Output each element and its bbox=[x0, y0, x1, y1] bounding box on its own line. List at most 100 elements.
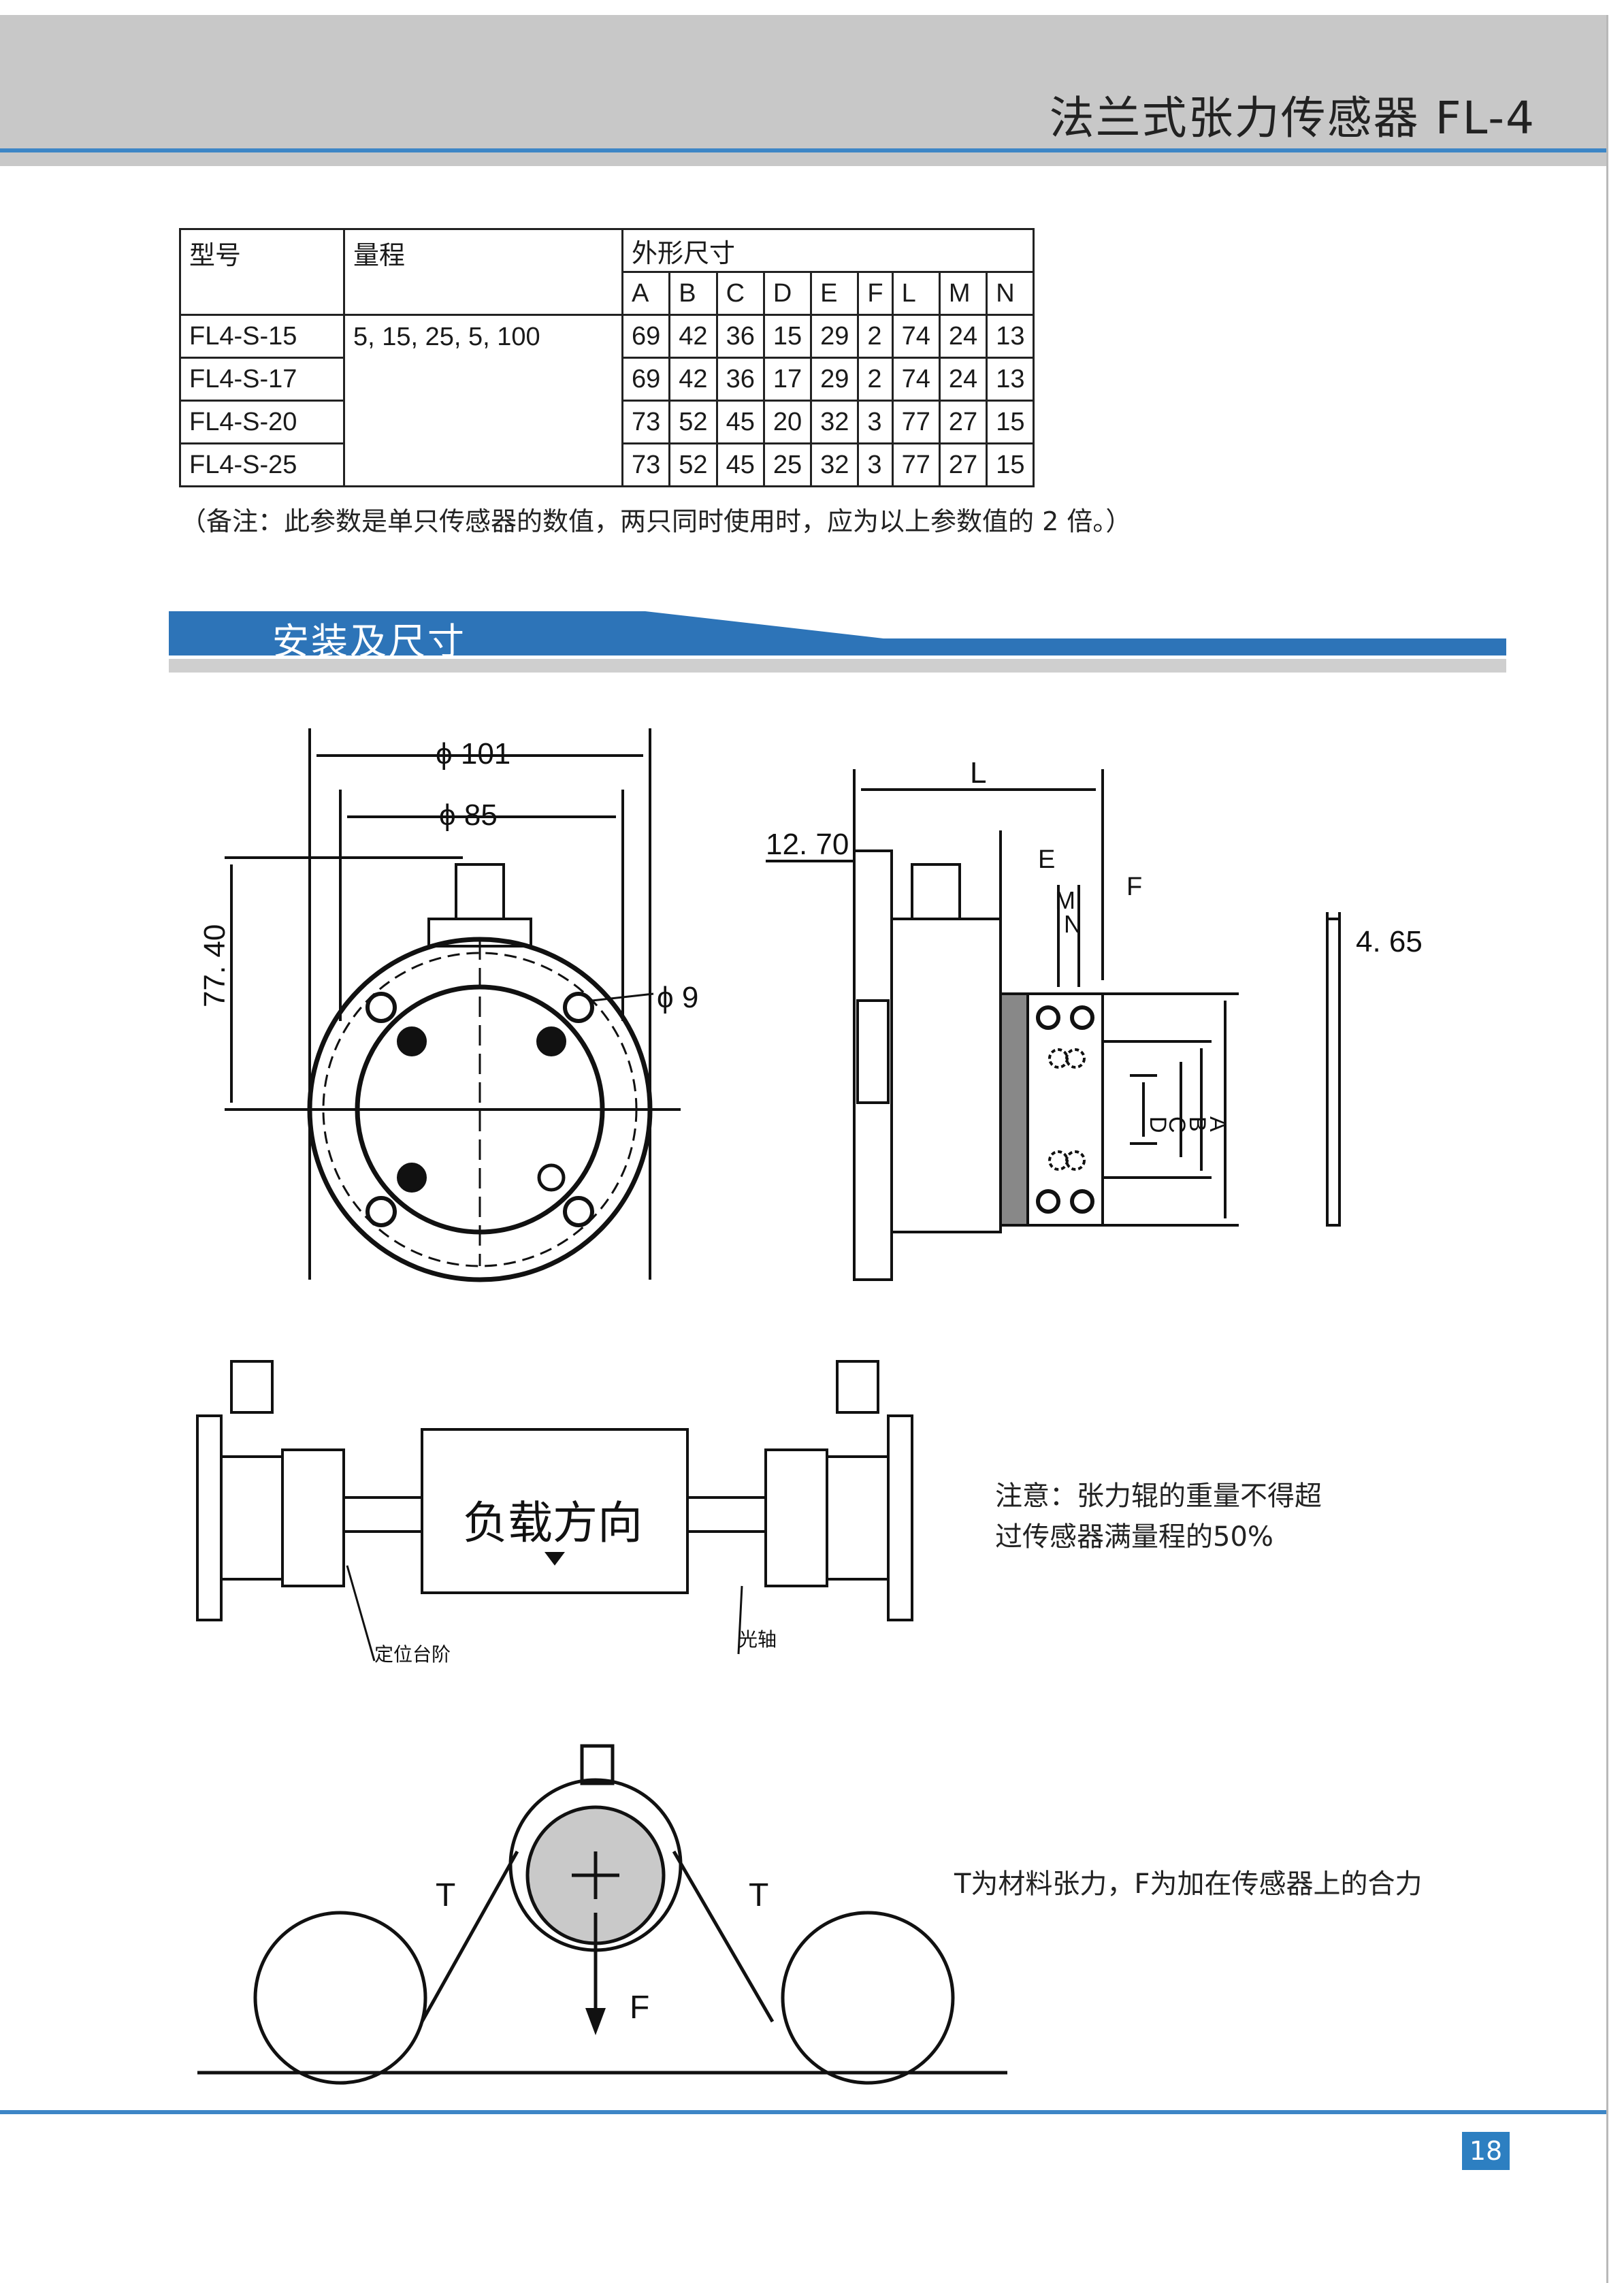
dim-value-cell: 3 bbox=[857, 442, 894, 487]
dim-value-cell: 69 bbox=[621, 357, 671, 402]
install-drawing bbox=[196, 1360, 913, 1662]
model-cell: FL4-S-15 bbox=[179, 314, 345, 359]
tension-note: T为材料张力，F为加在传感器上的合力 bbox=[954, 1868, 1423, 1900]
dim-F: F bbox=[1126, 873, 1142, 901]
dim-h: 77. 40 bbox=[198, 924, 231, 1007]
load-direction-label: 负载方向 bbox=[463, 1497, 643, 1548]
header-band bbox=[0, 15, 1606, 166]
dim-value-cell: 24 bbox=[938, 357, 988, 402]
dim-value-cell: 24 bbox=[938, 314, 988, 359]
dim-M: M bbox=[1055, 886, 1075, 914]
dim-N: N bbox=[1064, 910, 1082, 938]
side-view-drawing bbox=[766, 769, 1341, 1281]
dim-value-cell: 25 bbox=[762, 442, 813, 487]
th-dim-n: N bbox=[986, 271, 1035, 316]
dim-value-cell: 74 bbox=[891, 314, 941, 359]
table-note: （备注：此参数是单只传感器的数值，两只同时使用时，应为以上参数值的 2 倍。） bbox=[180, 506, 1132, 536]
dim-D: D bbox=[1145, 1116, 1171, 1133]
force-label: F bbox=[630, 1990, 649, 2026]
front-view-drawing bbox=[225, 728, 681, 1282]
dim-value-cell: 69 bbox=[621, 314, 671, 359]
dim-value-cell: 32 bbox=[810, 400, 860, 444]
dim-value-cell: 3 bbox=[857, 400, 894, 444]
model-cell: FL4-S-25 bbox=[179, 442, 345, 487]
dim-value-cell: 74 bbox=[891, 357, 941, 402]
dim-value-cell: 32 bbox=[810, 442, 860, 487]
dim-L: L bbox=[970, 756, 986, 790]
dim-value-cell: 15 bbox=[986, 400, 1035, 444]
dim-value-cell: 36 bbox=[715, 314, 765, 359]
th-model: 型号 bbox=[179, 228, 345, 316]
th-dim-l: L bbox=[891, 271, 941, 316]
dim-value-cell: 42 bbox=[668, 357, 718, 402]
force-arrow-icon bbox=[585, 2008, 606, 2035]
dim-d9: ϕ 9 bbox=[657, 981, 698, 1014]
tension-label-right: T bbox=[749, 1877, 768, 1913]
dim-value-cell: 45 bbox=[715, 400, 765, 444]
th-dims: 外形尺寸 bbox=[621, 228, 1035, 273]
range-cell: 5, 15, 25, 5, 100 bbox=[343, 314, 623, 487]
th-dim-d: D bbox=[762, 271, 813, 316]
dim-value-cell: 73 bbox=[621, 400, 671, 444]
dim-thickness: 4. 65 bbox=[1356, 925, 1423, 958]
dim-C: C bbox=[1164, 1116, 1190, 1133]
dim-d85: ϕ 85 bbox=[439, 798, 498, 832]
section-title: 安装及尺寸 bbox=[272, 620, 466, 663]
th-dim-a: A bbox=[621, 271, 671, 316]
dim-value-cell: 45 bbox=[715, 442, 765, 487]
footer-rule bbox=[0, 2110, 1606, 2114]
section-bar bbox=[169, 611, 1506, 673]
dim-value-cell: 2 bbox=[857, 357, 894, 402]
dim-value-cell: 13 bbox=[986, 314, 1035, 359]
page-title: 法兰式张力传感器 FL-4 bbox=[1049, 92, 1536, 144]
model-cell: FL4-S-20 bbox=[179, 400, 345, 444]
dim-value-cell: 13 bbox=[986, 357, 1035, 402]
dim-value-cell: 29 bbox=[810, 314, 860, 359]
th-dim-c: C bbox=[715, 271, 765, 316]
dim-value-cell: 77 bbox=[891, 400, 941, 444]
header-rule bbox=[0, 148, 1606, 152]
dim-A: A bbox=[1205, 1116, 1231, 1132]
th-dim-b: B bbox=[668, 271, 718, 316]
dim-E: E bbox=[1038, 845, 1055, 874]
dim-value-cell: 52 bbox=[668, 400, 718, 444]
tension-drawing bbox=[197, 1744, 1007, 2085]
dim-value-cell: 20 bbox=[762, 400, 813, 444]
th-dim-m: M bbox=[938, 271, 988, 316]
th-dim-f: F bbox=[857, 271, 894, 316]
dim-value-cell: 27 bbox=[938, 400, 988, 444]
dim-value-cell: 15 bbox=[986, 442, 1035, 487]
page-number: 18 bbox=[1462, 2132, 1510, 2170]
dim-value-cell: 29 bbox=[810, 357, 860, 402]
dim-value-cell: 2 bbox=[857, 314, 894, 359]
dim-value-cell: 17 bbox=[762, 357, 813, 402]
dim-d101: ϕ 101 bbox=[436, 737, 510, 771]
th-range: 量程 bbox=[343, 228, 623, 316]
shaft-label: 光轴 bbox=[738, 1629, 777, 1650]
page-frame bbox=[0, 15, 1608, 2283]
dim-value-cell: 15 bbox=[762, 314, 813, 359]
tension-label-left: T bbox=[436, 1877, 455, 1913]
dim-value-cell: 36 bbox=[715, 357, 765, 402]
load-arrow-icon bbox=[545, 1552, 565, 1566]
dim-value-cell: 27 bbox=[938, 442, 988, 487]
install-note-line1: 注意：张力辊的重量不得超 bbox=[995, 1480, 1322, 1512]
dim-B: B bbox=[1184, 1116, 1210, 1132]
dim-width: 12. 70 bbox=[766, 828, 849, 861]
th-dim-e: E bbox=[810, 271, 860, 316]
dim-value-cell: 77 bbox=[891, 442, 941, 487]
install-note-line2: 过传感器满量程的50% bbox=[995, 1521, 1273, 1553]
dim-value-cell: 73 bbox=[621, 442, 671, 487]
dim-value-cell: 52 bbox=[668, 442, 718, 487]
model-cell: FL4-S-17 bbox=[179, 357, 345, 402]
dim-value-cell: 42 bbox=[668, 314, 718, 359]
step-label: 定位台阶 bbox=[374, 1644, 451, 1665]
